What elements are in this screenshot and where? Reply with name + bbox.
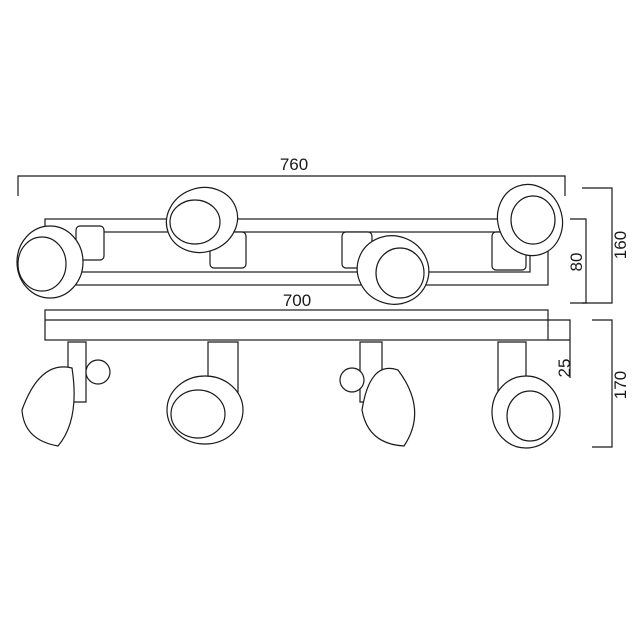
dim-label-25: 25 (555, 359, 574, 378)
dimension-170: 170 (592, 319, 630, 448)
dim-label-700: 700 (283, 291, 311, 310)
dimension-160: 160 (582, 187, 630, 304)
dim-label-80: 80 (567, 253, 586, 272)
spotlight-top-3 (341, 231, 430, 305)
dimension-760: 760 (17, 155, 566, 196)
dimension-25: 25 (548, 319, 574, 378)
dim-label-760: 760 (280, 155, 308, 174)
spotlight-front-2 (166, 341, 244, 445)
dim-label-170: 170 (611, 371, 630, 399)
spotlight-top-4 (491, 183, 564, 271)
spotlight-top-2 (165, 186, 247, 269)
base-bar-front-view (44, 309, 549, 341)
spotlight-front-3 (339, 341, 416, 447)
spotlight-top-1 (16, 225, 105, 299)
spotlight-front-1 (21, 341, 111, 447)
spotlight-front-4 (491, 341, 561, 449)
dim-label-160: 160 (611, 231, 630, 259)
base-plate-top-view (44, 218, 549, 286)
dimension-80: 80 (567, 218, 587, 304)
